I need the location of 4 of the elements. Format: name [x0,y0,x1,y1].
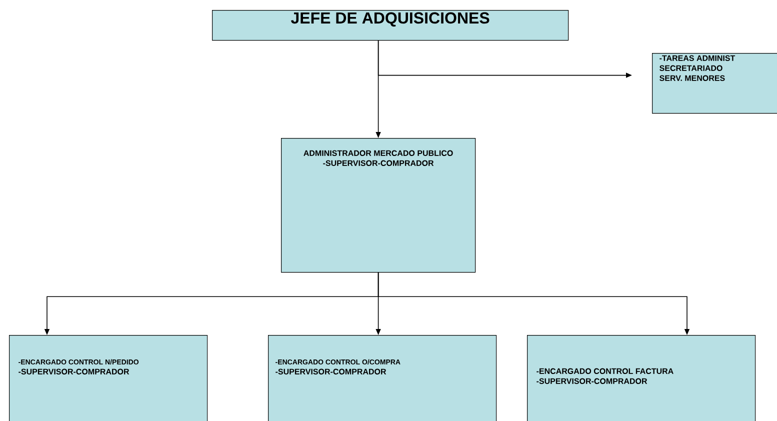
title-box: JEFE DE ADQUISICIONES [212,10,569,41]
task-box: -TAREAS ADMINIST SECRETARIADO SERV. MENORES [652,53,777,114]
unit-box: -ENCARGADO CONTROL FACTURA -SUPERVISOR-COMPRADOR [527,335,756,421]
department-box: ADMINISTRADOR MERCADO PUBLICO -SUPERVISOR-COMPRADOR [281,138,476,273]
